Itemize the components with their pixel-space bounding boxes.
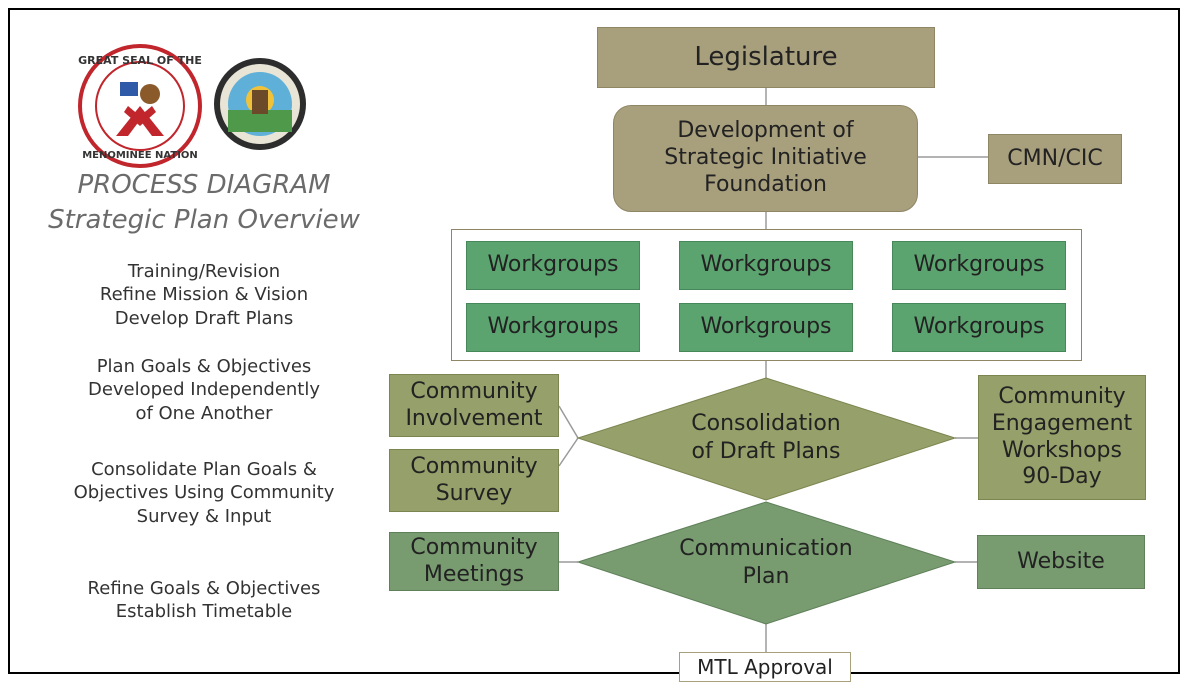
tribal-seal (212, 56, 308, 152)
mtl-approval-box: MTL Approval (679, 652, 851, 682)
website-box: Website (977, 535, 1145, 589)
step-refine: Refine Goals & Objectives Establish Time… (87, 578, 321, 623)
workgroup-box: Workgroups (679, 303, 853, 352)
communication-label: Communication Plan (679, 536, 853, 589)
workgroup-box: Workgroups (892, 241, 1066, 290)
diagram-title-line1: PROCESS DIAGRAM (77, 170, 331, 200)
svg-text:GREAT SEAL OF THE: GREAT SEAL OF THE (78, 54, 202, 67)
diagram-title-line2: Strategic Plan Overview (48, 205, 360, 235)
community-engagement-box: Community Engagement Workshops 90-Day (978, 375, 1146, 500)
step-plan-goals: Plan Goals & Objectives Developed Indepe… (87, 356, 321, 424)
svg-text:MENOMINEE NATION: MENOMINEE NATION (82, 150, 198, 161)
connector-involvement-consolidation (558, 405, 579, 439)
step-consolidate: Consolidate Plan Goals & Objectives Usin… (73, 459, 335, 527)
cmn-cic-box: CMN/CIC (988, 134, 1122, 184)
workgroup-box: Workgroups (892, 303, 1066, 352)
community-involvement-box: Community Involvement (389, 374, 559, 437)
workgroup-box: Workgroups (679, 241, 853, 290)
consolidation-label: Consolidation of Draft Plans (691, 411, 841, 464)
development-box: Development of Strategic Initiative Foun… (613, 105, 918, 212)
communication-diamond (576, 501, 957, 625)
menominee-seal: GREAT SEAL OF THE MENOMINEE NATION (78, 44, 202, 168)
step-training: Training/Revision Refine Mission & Visio… (99, 261, 309, 329)
consolidation-diamond (576, 377, 957, 501)
community-survey-box: Community Survey (389, 449, 559, 512)
workgroup-box: Workgroups (466, 303, 640, 352)
community-meetings-box: Community Meetings (389, 532, 559, 591)
legislature-box: Legislature (597, 27, 935, 88)
workgroup-box: Workgroups (466, 241, 640, 290)
connector-survey-consolidation (558, 437, 579, 467)
